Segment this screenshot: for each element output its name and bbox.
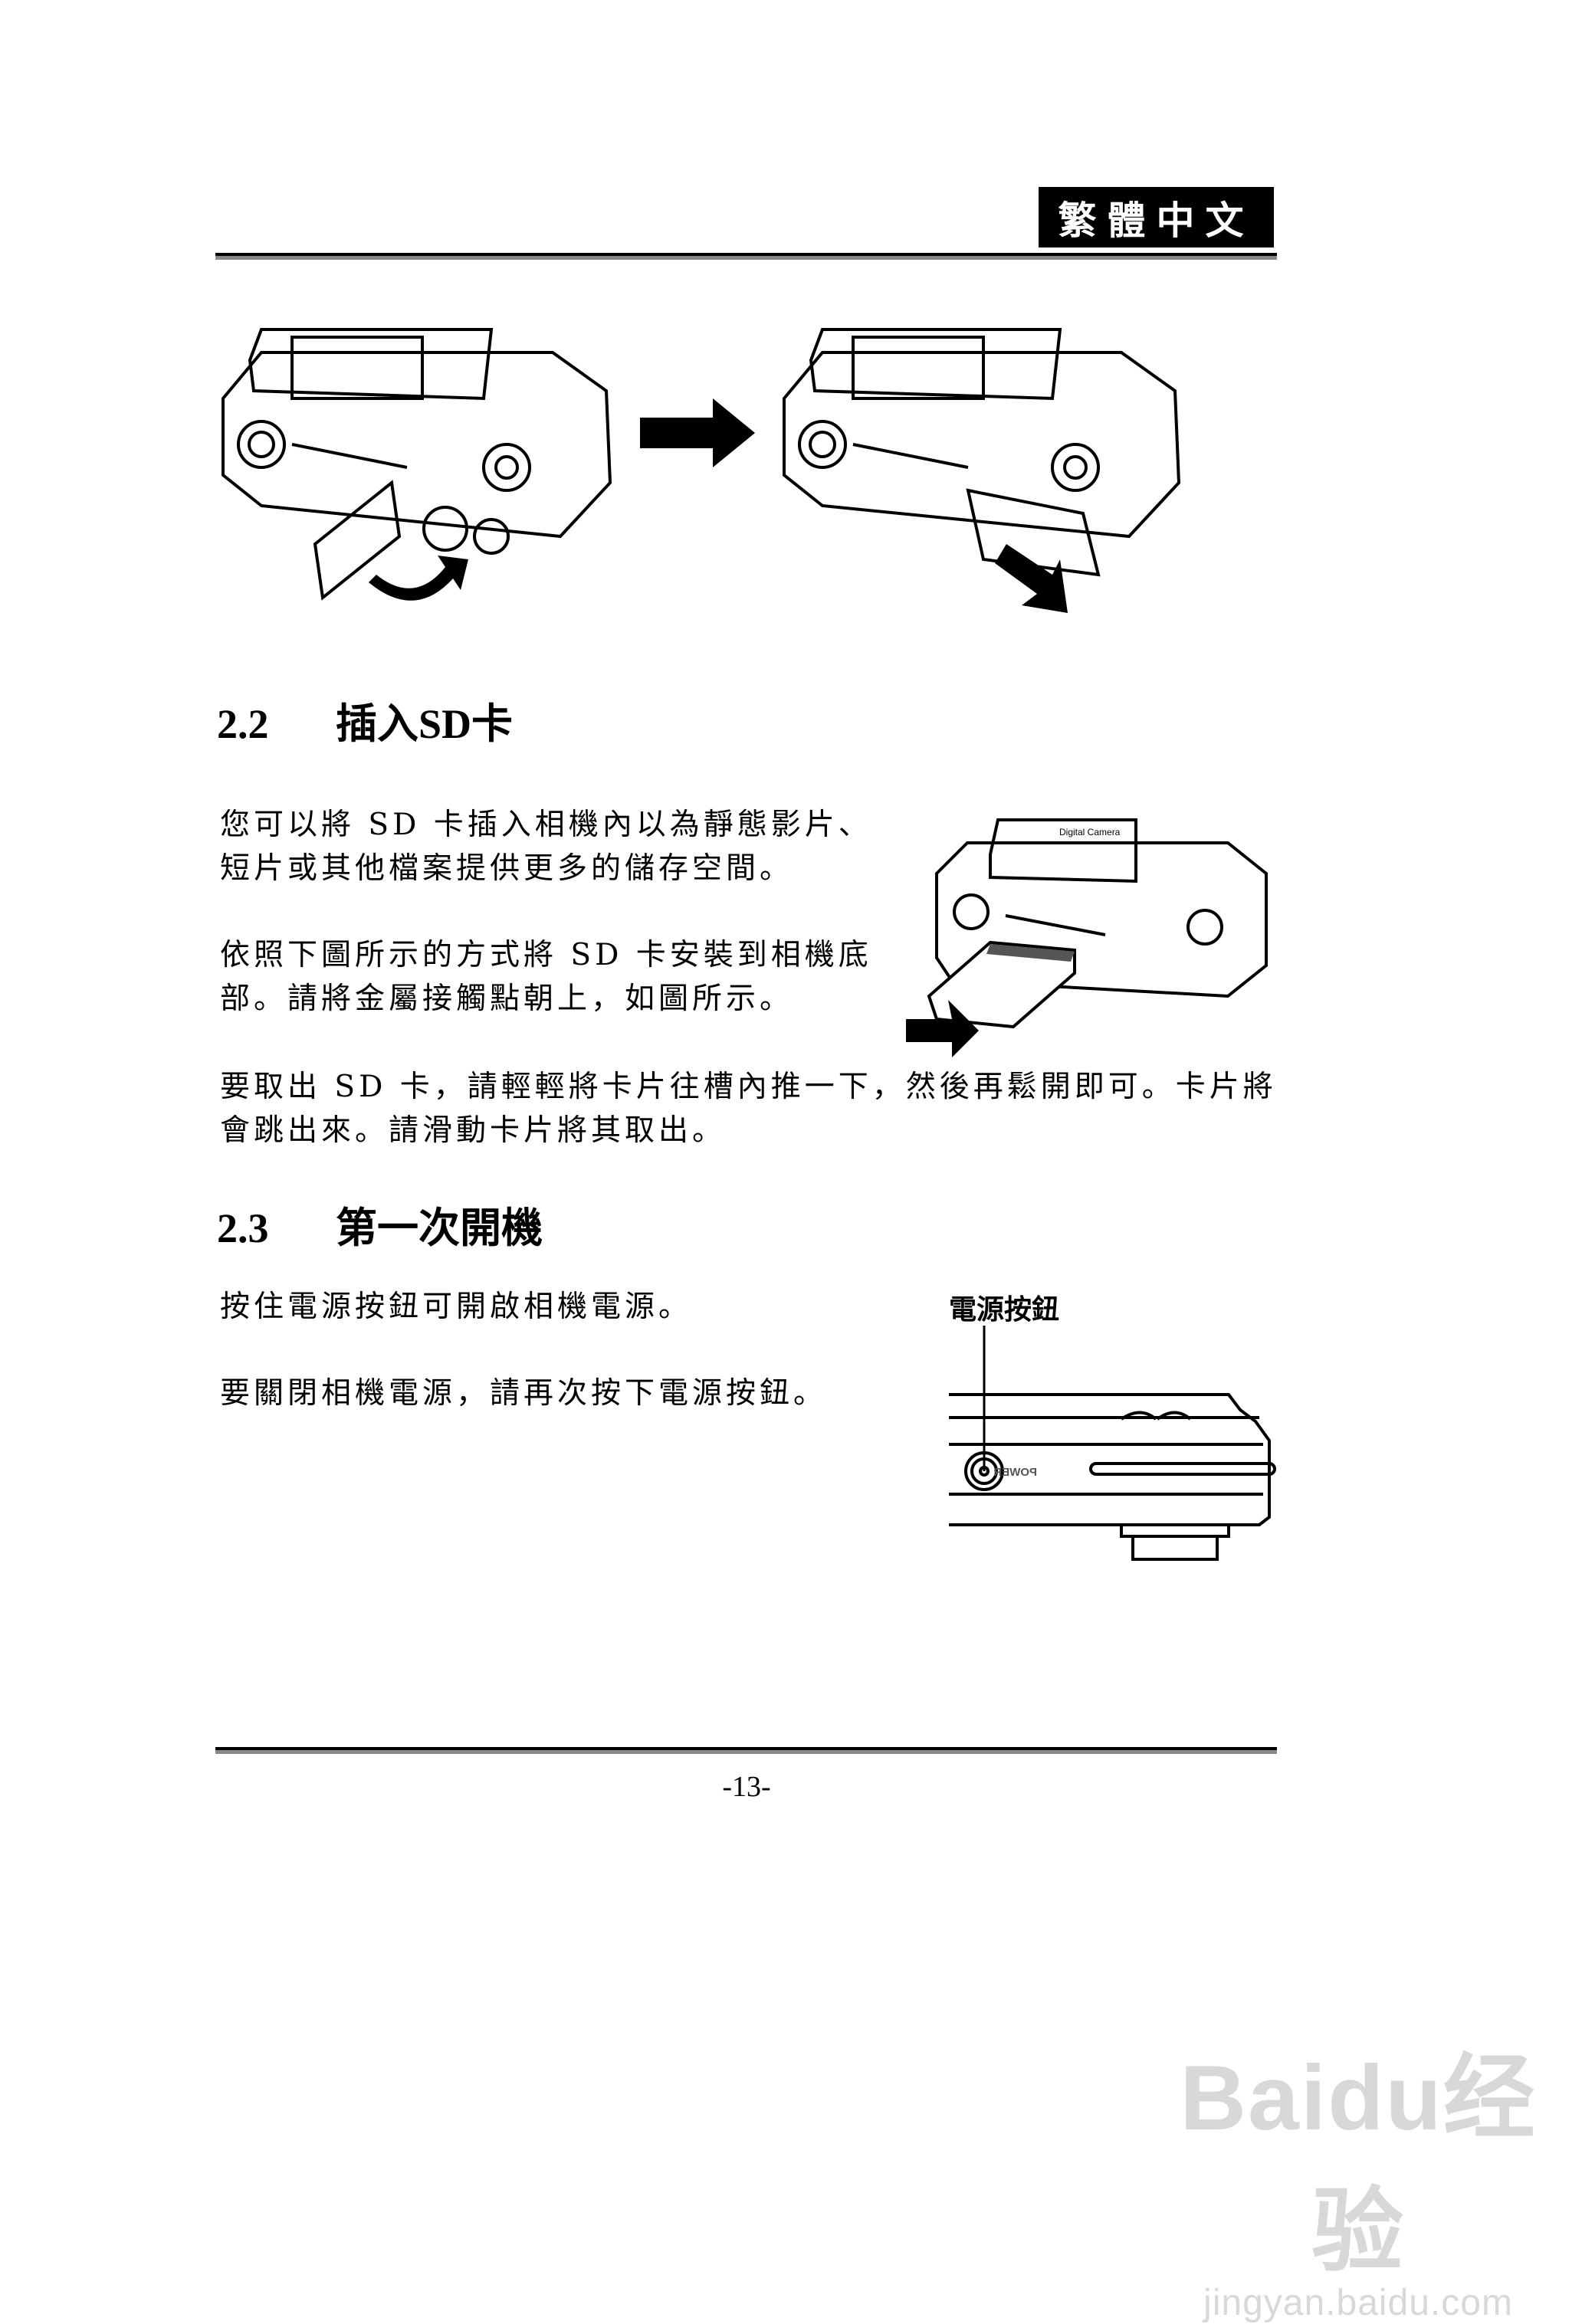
power-text: POWER	[993, 1466, 1037, 1479]
footer-rule	[215, 1747, 1277, 1754]
paragraph: 要關閉相機電源，請再次按下電源按鈕。	[220, 1376, 828, 1411]
paragraph: 要取出 SD 卡，請輕輕將卡片往槽內推一下，然後再鬆開即可。卡片將會跳出來。請滑…	[220, 1070, 1277, 1148]
page-number: -13-	[722, 1771, 771, 1803]
power-button-label: 電源按鈕	[949, 1293, 1060, 1326]
language-label: 繁體中文	[1039, 187, 1274, 247]
camera-brand-text: Digital Camera	[1059, 827, 1121, 837]
section-title: 插入SD卡	[336, 701, 514, 747]
section-number: 2.3	[217, 1205, 269, 1251]
paragraph: 您可以將 SD 卡插入相機內以為靜態影片、短片或其他檔案提供更多的儲存空間。	[220, 808, 872, 886]
section-2-3-heading: 2.3 第一次開機	[217, 1194, 543, 1254]
paragraph: 依照下圖所示的方式將 SD 卡安裝到相機底部。請將金屬接觸點朝上，如圖所示。	[220, 938, 872, 1016]
camera-open-cover-figure	[222, 328, 612, 601]
paragraph: 按住電源按鈕可開啟相機電源。	[220, 1290, 693, 1324]
right-arrow-icon	[640, 398, 755, 467]
section-2-2-heading: 2.2 插入SD卡	[217, 690, 513, 750]
sd-card-insert-figure: Digital Camera	[906, 818, 1268, 1057]
watermark-url: jingyan.baidu.com	[1203, 2283, 1513, 2323]
camera-close-cover-figure	[783, 328, 1181, 613]
section-title: 第一次開機	[336, 1205, 543, 1251]
header-rule	[215, 253, 1277, 260]
power-button-figure: POWER	[949, 1326, 1276, 1561]
watermark-logo: Baidu经验	[1180, 2047, 1537, 2283]
baidu-watermark: Baidu经验 jingyan.baidu.com	[1134, 2023, 1582, 2324]
section-number: 2.2	[217, 701, 269, 747]
